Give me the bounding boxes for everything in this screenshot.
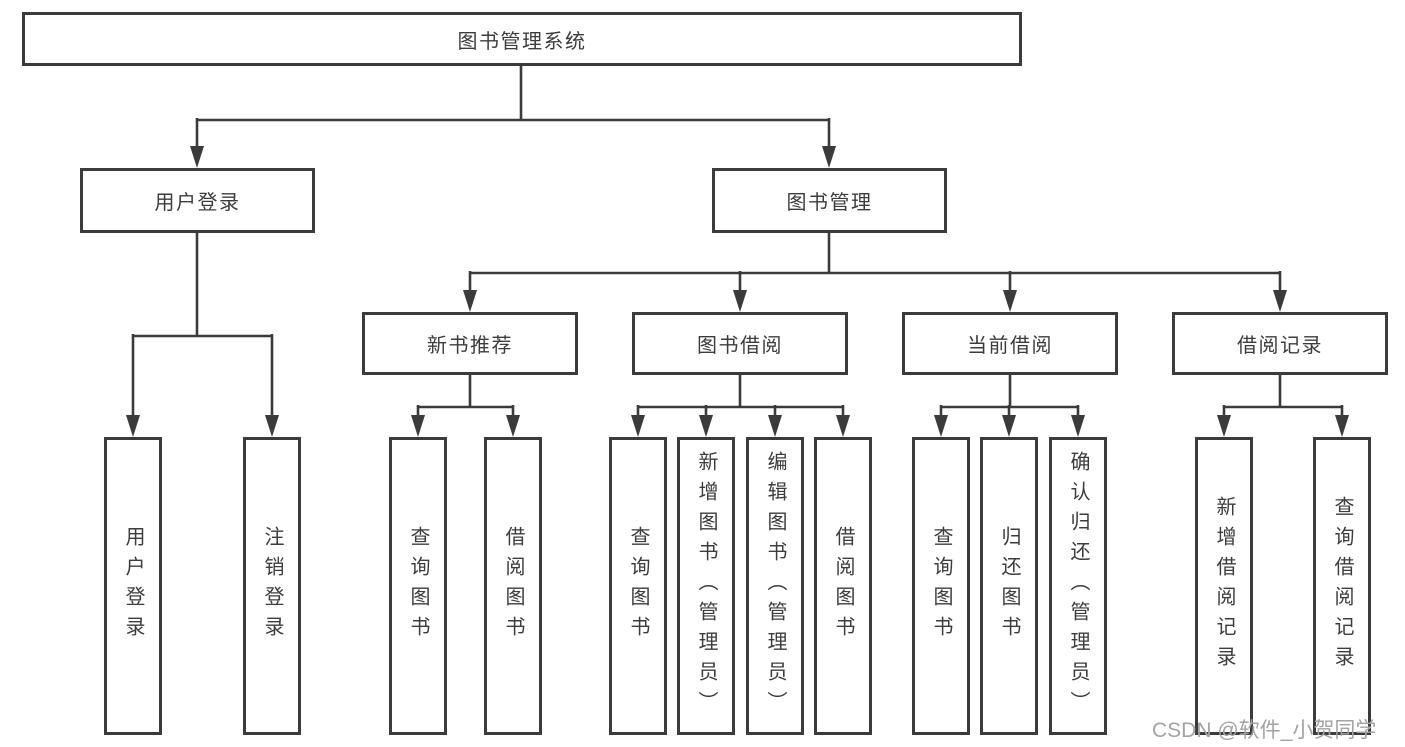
arrow-down-icon [768, 415, 782, 437]
node-borrow-records: 借阅记录 [1172, 312, 1388, 375]
node-label: 查询图书 [930, 526, 952, 646]
node-label: 查询图书 [627, 526, 649, 646]
node-current-borrow: 当前借阅 [902, 312, 1118, 375]
leaf-logout: 注销登录 [243, 437, 301, 735]
leaf-query-books-borrow: 查询图书 [609, 437, 667, 735]
leaf-edit-book-admin: 编辑图书（管理员） [746, 437, 804, 735]
arrow-down-icon [1071, 415, 1085, 437]
node-label: 查询图书 [407, 526, 429, 646]
node-label: 确认归还（管理员） [1067, 451, 1089, 721]
node-label: 归还图书 [998, 526, 1020, 646]
node-label: 编辑图书（管理员） [764, 451, 786, 721]
node-label: 新增图书（管理员） [695, 451, 717, 721]
leaf-confirm-return-admin: 确认归还（管理员） [1049, 437, 1107, 735]
node-book-borrow: 图书借阅 [632, 312, 848, 375]
node-label: 用户登录 [122, 526, 144, 646]
arrow-down-icon [265, 415, 279, 437]
arrow-down-icon [411, 415, 425, 437]
leaf-borrow-book: 借阅图书 [814, 437, 872, 735]
node-label: 用户登录 [154, 192, 241, 214]
arrow-down-icon [631, 415, 645, 437]
node-new-book-recommend: 新书推荐 [362, 312, 578, 375]
leaf-return-book: 归还图书 [980, 437, 1038, 735]
leaf-add-book-admin: 新增图书（管理员） [677, 437, 735, 735]
node-user-login: 用户登录 [80, 168, 315, 233]
leaf-user-login: 用户登录 [104, 437, 162, 735]
node-label: 新增借阅记录 [1213, 496, 1235, 676]
arrow-down-icon [126, 415, 140, 437]
node-label: 图书管理系统 [457, 30, 587, 53]
leaf-query-books-current: 查询图书 [912, 437, 970, 735]
node-label: 图书管理 [786, 192, 873, 214]
arrowheads [126, 146, 1349, 437]
connector-paths [131, 66, 1344, 420]
arrow-down-icon [699, 415, 713, 437]
watermark: CSDN @软件_小贺同学 [1152, 719, 1377, 742]
arrow-down-icon [934, 415, 948, 437]
node-label: 借阅图书 [832, 526, 854, 646]
arrow-down-icon [1002, 415, 1016, 437]
arrow-down-icon [506, 415, 520, 437]
node-label: 借阅图书 [502, 526, 524, 646]
leaf-query-borrow-record: 查询借阅记录 [1313, 437, 1371, 735]
arrow-down-icon [1217, 415, 1231, 437]
leaf-borrow-book-recommend: 借阅图书 [484, 437, 542, 735]
node-label: 当前借阅 [967, 335, 1053, 357]
arrow-down-icon [836, 415, 850, 437]
node-label: 注销登录 [261, 526, 283, 646]
node-label: 查询借阅记录 [1331, 496, 1353, 676]
arrow-down-icon [190, 146, 204, 168]
node-root-system: 图书管理系统 [22, 12, 1022, 66]
arrow-down-icon [822, 146, 836, 168]
node-book-management: 图书管理 [712, 168, 947, 233]
node-label: 图书借阅 [697, 335, 783, 357]
leaf-query-books-recommend: 查询图书 [389, 437, 447, 735]
node-label: 新书推荐 [427, 335, 513, 357]
arrow-down-icon [1273, 290, 1287, 312]
leaf-add-borrow-record: 新增借阅记录 [1195, 437, 1253, 735]
arrow-down-icon [1003, 290, 1017, 312]
arrow-down-icon [1335, 415, 1349, 437]
arrow-down-icon [733, 290, 747, 312]
node-label: 借阅记录 [1237, 335, 1323, 357]
arrow-down-icon [463, 290, 477, 312]
